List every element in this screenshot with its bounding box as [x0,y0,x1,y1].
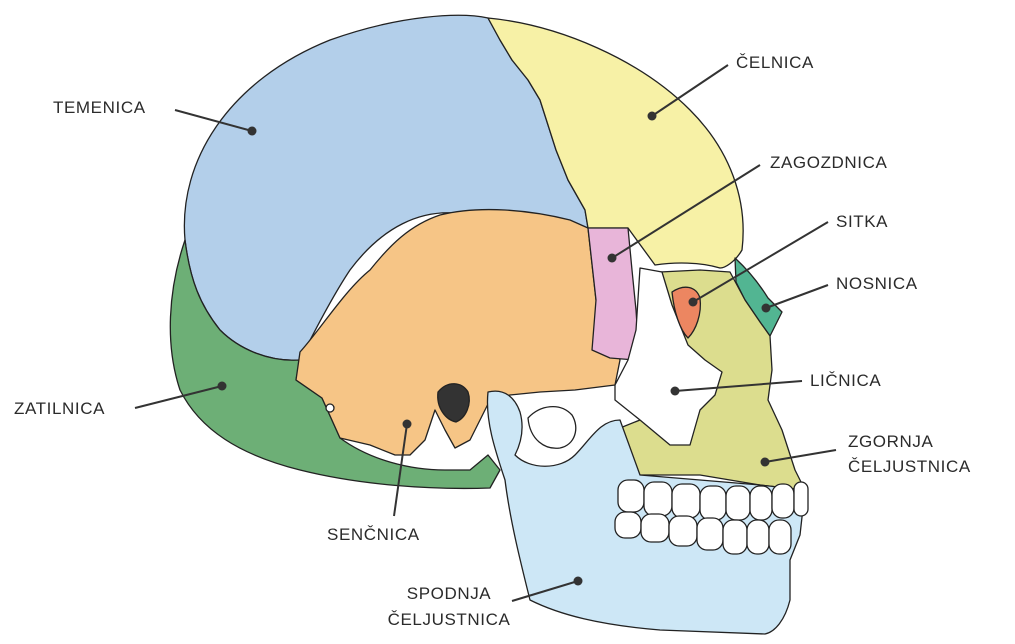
label-ethmoid: SITKA [836,211,888,233]
label-nasal: NOSNICA [836,273,918,295]
label-mandible-line2: ČELJUSTNICA [378,609,520,631]
label-maxilla-line1: ZGORNJA [848,431,933,453]
label-sphenoid: ZAGOZDNICA [770,152,887,174]
bone-sphenoid [588,228,638,360]
label-mandible-line1: SPODNJA [394,583,504,605]
mandibular-notch [528,407,576,449]
label-temporal: SENČNICA [327,524,420,546]
label-occipital: ZATILNICA [14,398,105,420]
label-zygomatic: LIČNICA [810,370,881,392]
label-parietal: TEMENICA [53,97,146,119]
leader-nasal [766,285,828,308]
mastoid-hole [326,404,334,412]
label-maxilla-line2: ČELJUSTNICA [848,456,971,478]
label-frontal: ČELNICA [736,52,814,74]
